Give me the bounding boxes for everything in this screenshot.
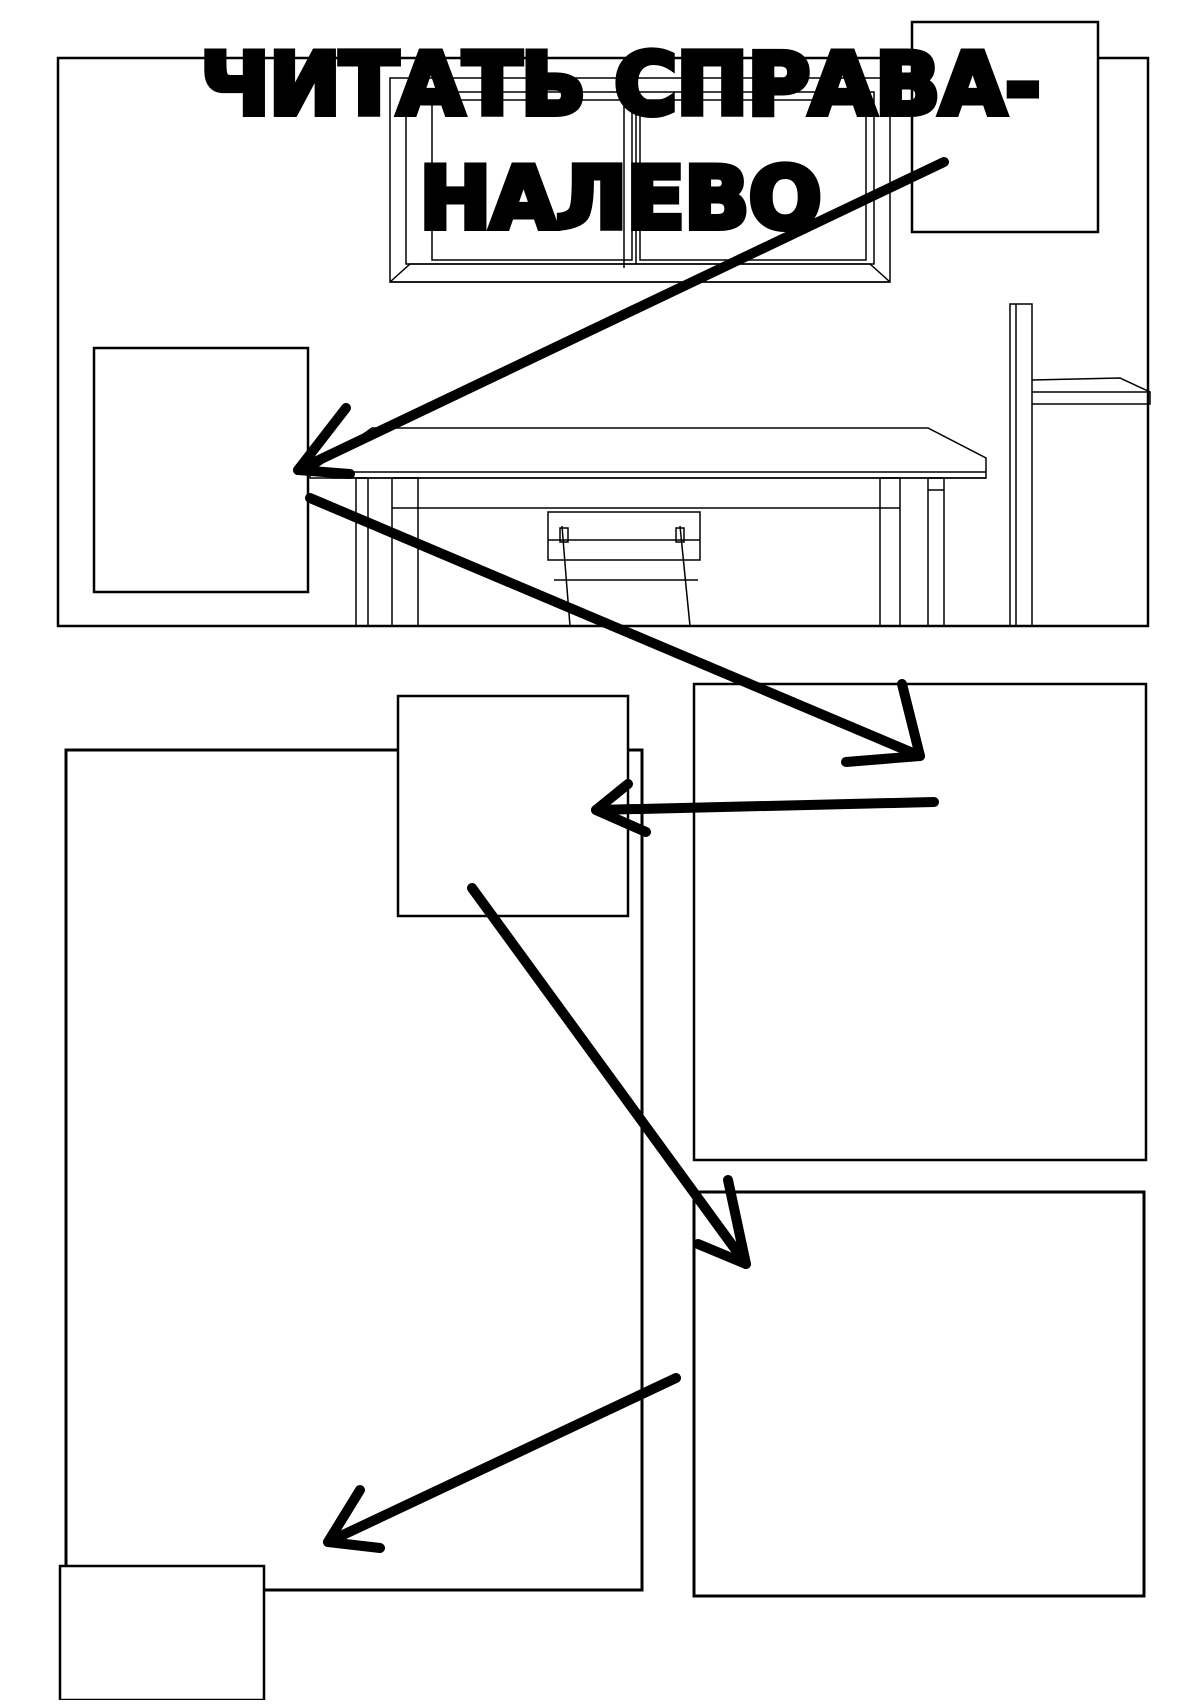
top-panel	[56, 20, 1151, 628]
arrow-5	[323, 1373, 681, 1553]
window-drawing	[389, 77, 891, 283]
panel-right-bottom	[692, 1190, 1146, 1598]
title-line-1: ЧИТАТЬ СПРАВА-	[197, 35, 1043, 135]
panel-bottom-corner	[58, 1564, 266, 1702]
title-line-2: НАЛЕВО	[416, 149, 824, 249]
arrow-2	[305, 493, 925, 767]
chair-center-drawing	[547, 511, 701, 627]
panel-top-right	[910, 20, 1100, 234]
arrow-3	[591, 779, 939, 837]
reading-order-arrows	[293, 157, 949, 1553]
arrow-4	[467, 883, 751, 1269]
table-drawing	[309, 427, 987, 627]
panel-top-left	[92, 346, 310, 594]
panel-tall-left	[64, 748, 644, 1592]
chair-right-drawing	[1009, 303, 1151, 627]
arrow-1	[293, 157, 949, 479]
panel-right-middle	[692, 682, 1148, 1162]
